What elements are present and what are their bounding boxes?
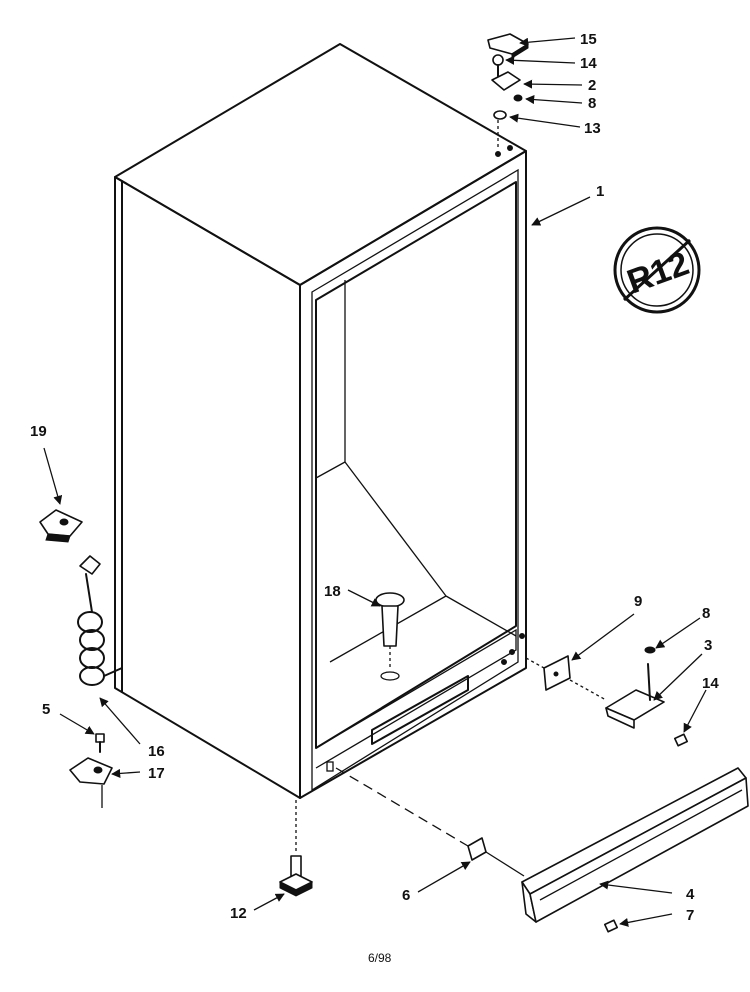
drain-tube xyxy=(375,592,405,668)
callout-8-bottom: 8 xyxy=(702,605,710,622)
callout-1: 1 xyxy=(596,183,604,200)
callout-16: 16 xyxy=(148,743,165,760)
bushing xyxy=(493,110,507,120)
grille-slot xyxy=(371,675,469,745)
leveling-leg xyxy=(279,800,313,897)
cabinet xyxy=(114,43,527,799)
washer xyxy=(513,94,523,102)
top-hinge-assembly xyxy=(487,33,529,150)
clamp xyxy=(69,757,113,785)
callout-15: 15 xyxy=(580,31,597,48)
hinge-screw xyxy=(492,54,504,66)
callout-14-top: 14 xyxy=(580,55,597,72)
callout-7: 7 xyxy=(686,907,694,924)
footer-code: 6/98 xyxy=(368,951,392,965)
screw xyxy=(95,733,105,743)
callout-labels: 15 14 2 8 13 1 19 18 9 8 3 14 5 16 17 6 … xyxy=(30,31,719,924)
r12-badge: R12 xyxy=(613,226,701,314)
screw-and-clamp xyxy=(69,733,113,808)
grille-screw xyxy=(603,919,619,933)
callout-19: 19 xyxy=(30,423,47,440)
callout-6: 6 xyxy=(402,887,410,904)
leader-arrows xyxy=(43,37,707,927)
cabinet-top xyxy=(114,43,527,286)
cord-clamp xyxy=(39,509,83,543)
power-cord xyxy=(77,555,123,686)
callout-3: 3 xyxy=(704,637,712,654)
cord-plug xyxy=(79,555,101,575)
grille-clip xyxy=(335,767,525,877)
callout-13: 13 xyxy=(584,120,601,137)
cabinet-side xyxy=(114,176,301,799)
callout-18: 18 xyxy=(324,583,341,600)
hinge-plate xyxy=(525,655,571,691)
callout-5: 5 xyxy=(42,701,50,718)
callout-4: 4 xyxy=(686,886,695,903)
callout-12: 12 xyxy=(230,905,247,922)
bottom-hinge xyxy=(569,646,689,747)
callout-14-bottom: 14 xyxy=(702,675,719,692)
callout-8-top: 8 xyxy=(588,95,596,112)
hinge-washer xyxy=(644,646,656,654)
callout-9: 9 xyxy=(634,593,642,610)
top-hinge xyxy=(491,71,521,91)
cabinet-front-frame xyxy=(299,150,527,799)
cabinet-liner-opening xyxy=(315,181,517,749)
hinge-screw-bottom xyxy=(673,733,689,747)
callout-2: 2 xyxy=(588,77,596,94)
callout-17: 17 xyxy=(148,765,165,782)
base-grille xyxy=(521,767,749,923)
